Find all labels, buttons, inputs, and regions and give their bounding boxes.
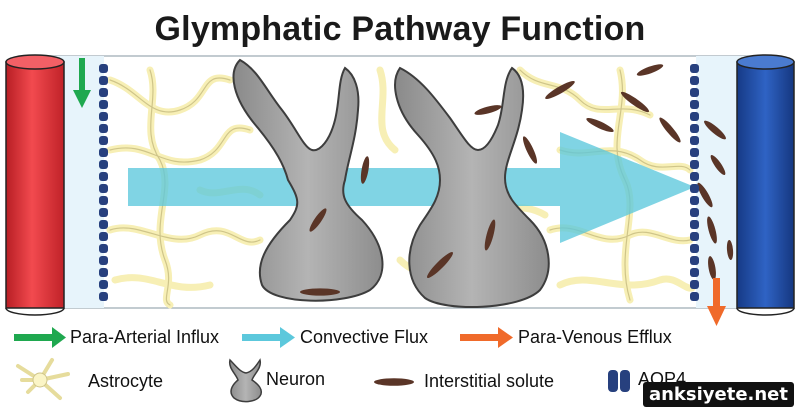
legend-convective-swatch [242,327,295,348]
para-arterial-influx-arrow [73,58,91,108]
legend-convective-label: Convective Flux [300,327,429,347]
legend-astrocyte-label: Astrocyte [88,371,164,391]
watermark: anksiyete.net [642,382,794,407]
legend-astrocyte-icon [16,358,70,400]
legend-neuron-label: Neuron [266,369,326,389]
legend-efflux-label: Para-Venous Efflux [518,327,672,347]
legend-solute-label: Interstitial solute [424,371,555,391]
aqp4-channels-arterial [99,64,108,301]
legend-influx-label: Para-Arterial Influx [70,327,220,347]
legend-solute-icon [374,378,414,386]
legend-neuron-icon [228,358,263,403]
convective-flux-arrow [128,132,695,243]
vein [736,54,795,316]
para-venous-efflux-arrow [707,278,726,326]
neuron-2 [394,66,550,309]
page-title: Glymphatic Pathway Function [154,10,646,48]
artery [5,54,65,316]
legend-aqp4-icon [608,370,630,392]
neuron-1 [232,58,384,302]
interstitial-solutes [300,64,734,296]
legend-influx-swatch [14,327,66,348]
aqp4-channels-venous [690,64,699,301]
legend-efflux-swatch [460,327,513,348]
